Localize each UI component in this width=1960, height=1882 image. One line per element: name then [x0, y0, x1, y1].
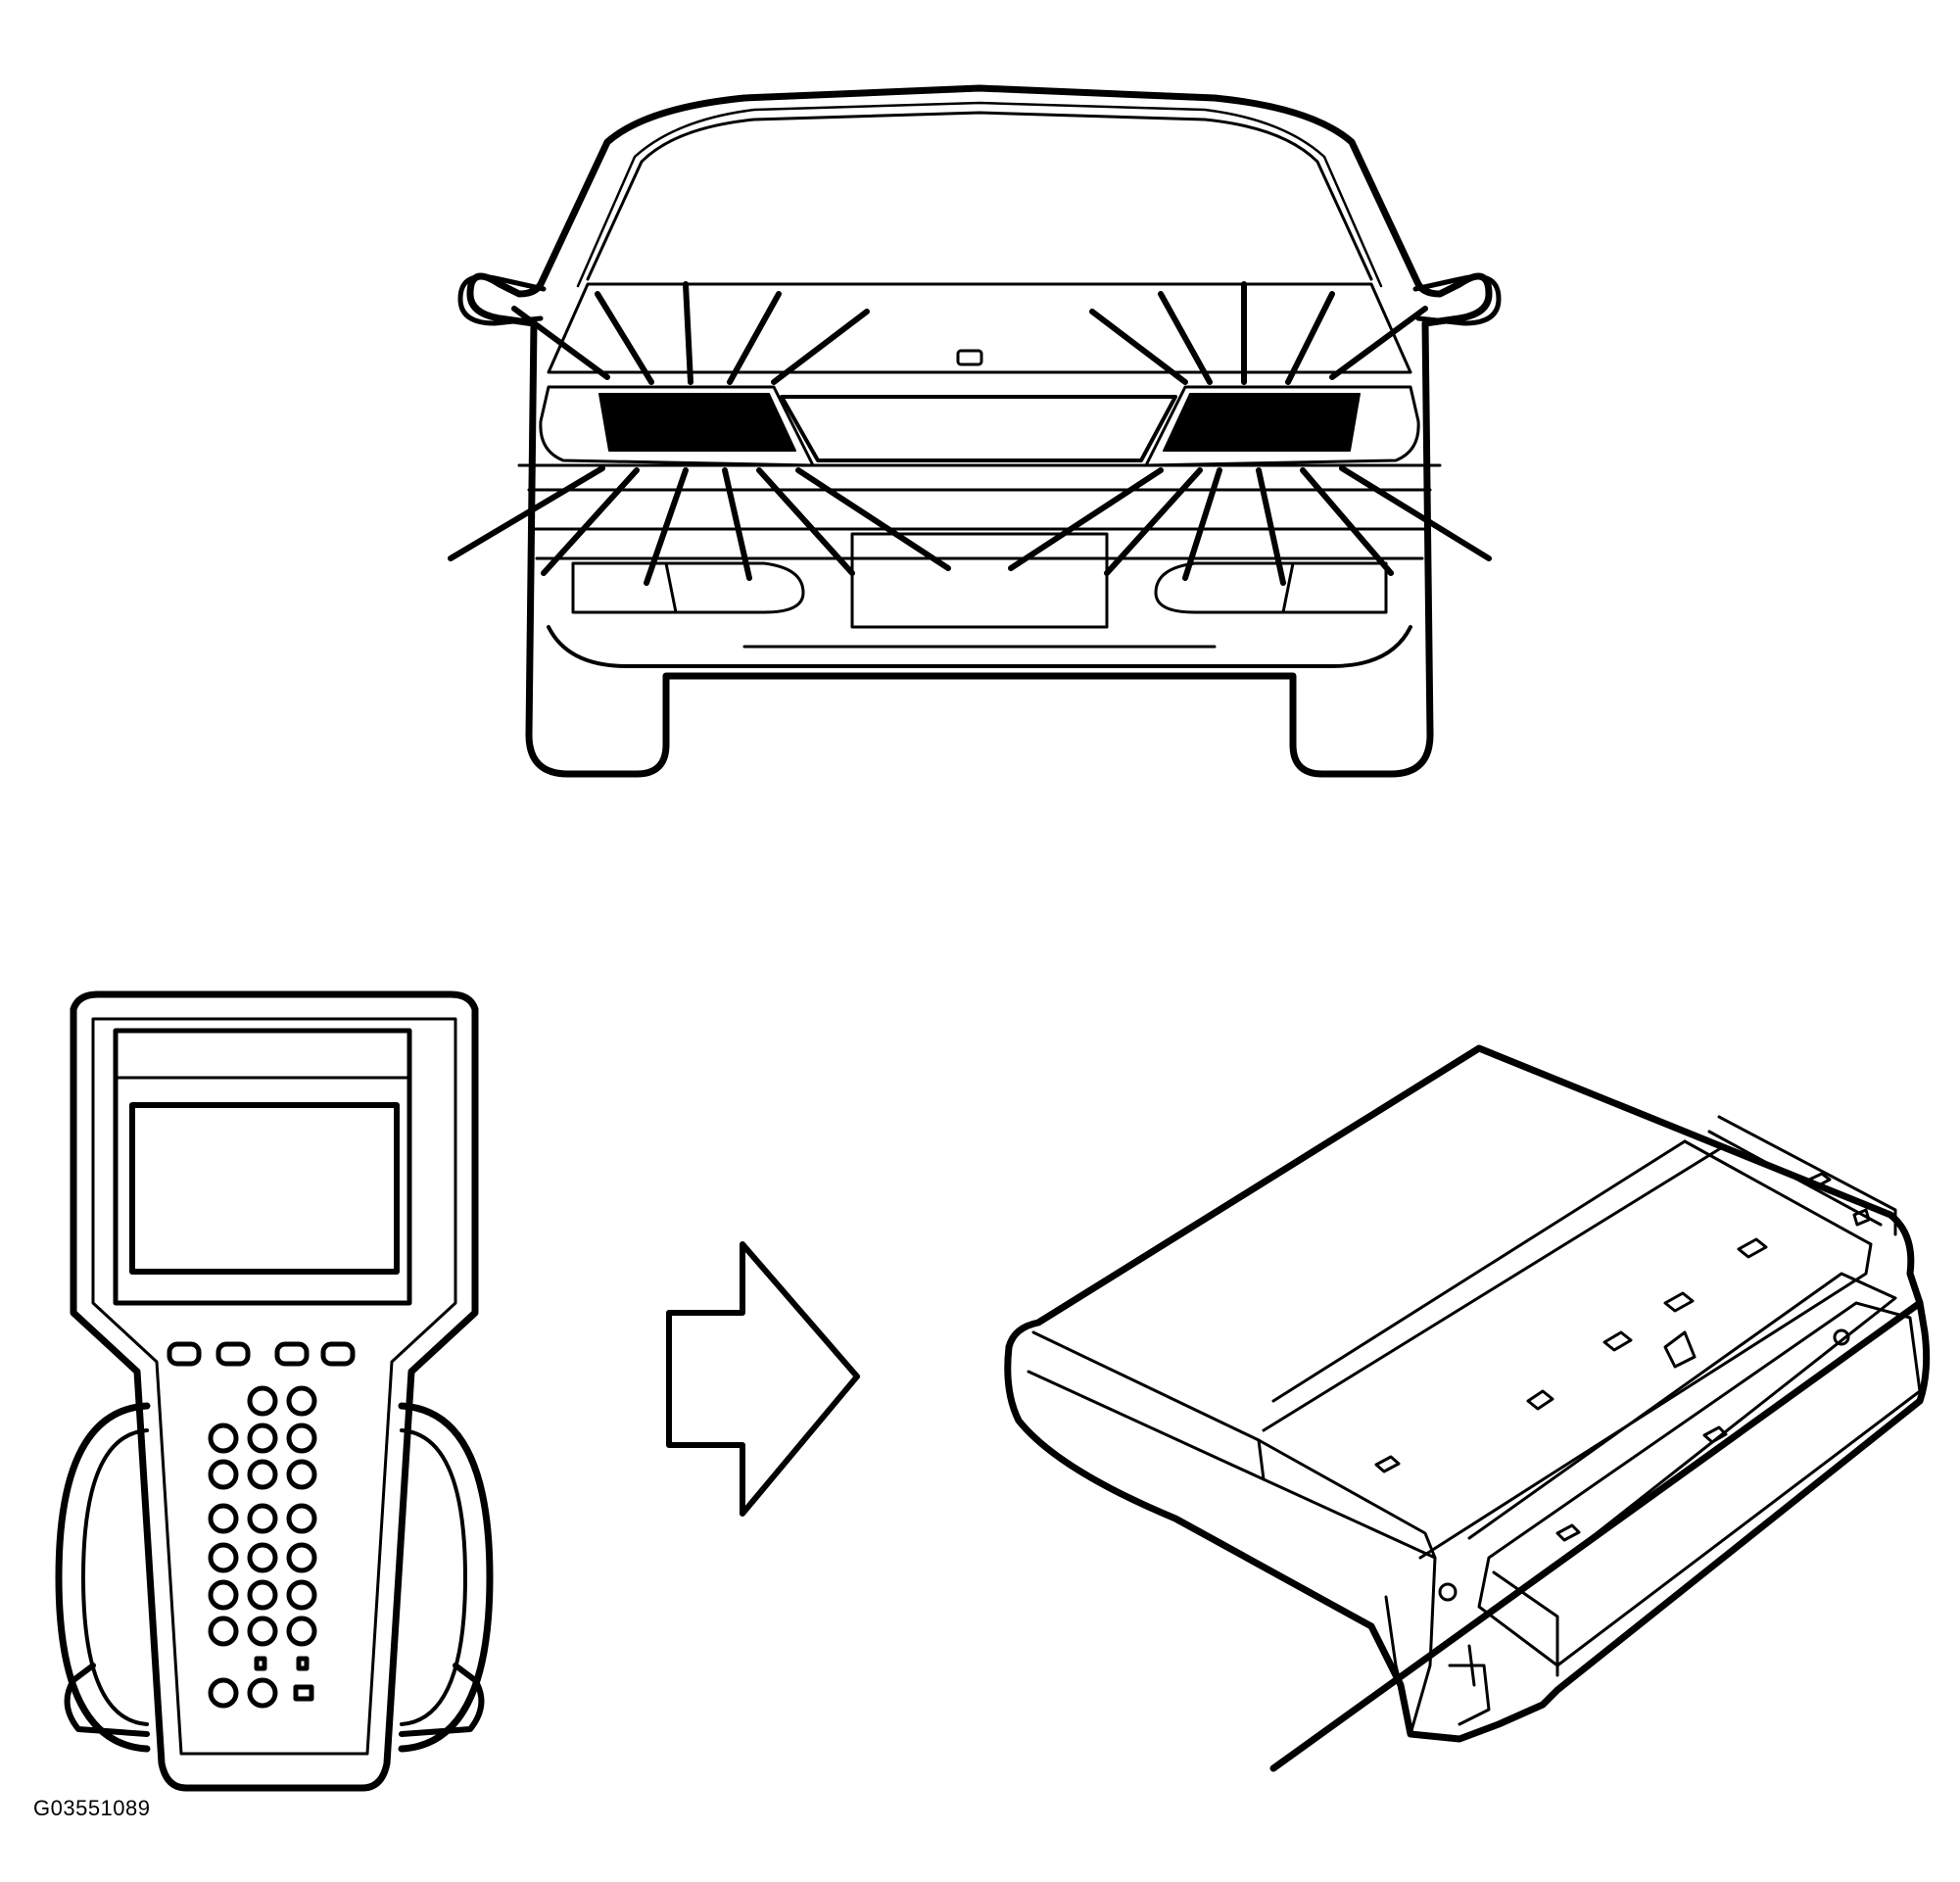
figure-id-label: G03551089	[33, 1796, 151, 1820]
vehicle-body-outline	[466, 84, 1493, 778]
module-end-face	[1384, 1556, 1437, 1736]
left-headlamp-housing	[539, 385, 815, 467]
front-bumper	[517, 463, 1442, 560]
module-front-left-face	[1027, 1330, 1266, 1481]
right-headlamp	[1163, 393, 1361, 452]
scan-tool-body	[70, 990, 479, 1792]
right-strap	[398, 1402, 494, 1753]
process-arrow	[666, 1241, 860, 1517]
module-housing	[1004, 1299, 1931, 1743]
left-fog-lamp	[571, 561, 805, 614]
scan-tool-screen	[129, 1102, 400, 1275]
scan-tool-function-keys	[167, 1341, 356, 1367]
control-module-illustration	[1004, 1044, 1931, 1772]
module-connector	[1477, 1301, 1922, 1667]
left-headlamp	[598, 393, 796, 452]
vehicle-front-illustration	[448, 84, 1502, 778]
headlamp-light-rays	[448, 281, 1492, 586]
module-top-face	[1005, 1044, 1924, 1772]
right-headlamp-housing	[1144, 385, 1420, 467]
left-strap	[55, 1402, 151, 1753]
left-handle	[64, 1663, 150, 1737]
module-mounting-tabs	[1374, 1172, 1871, 1602]
hood-outline	[547, 282, 1412, 374]
windshield-outline	[586, 111, 1373, 281]
scan-tool-keypad	[208, 1385, 317, 1709]
right-fog-lamp	[1154, 561, 1388, 614]
grille	[780, 395, 1177, 462]
right-handle	[399, 1663, 485, 1737]
scan-tool-display-bezel	[113, 1028, 412, 1306]
hood-emblem	[956, 349, 983, 366]
left-mirror	[457, 274, 547, 326]
scan-tool-illustration	[55, 990, 494, 1792]
right-mirror	[1412, 274, 1502, 326]
